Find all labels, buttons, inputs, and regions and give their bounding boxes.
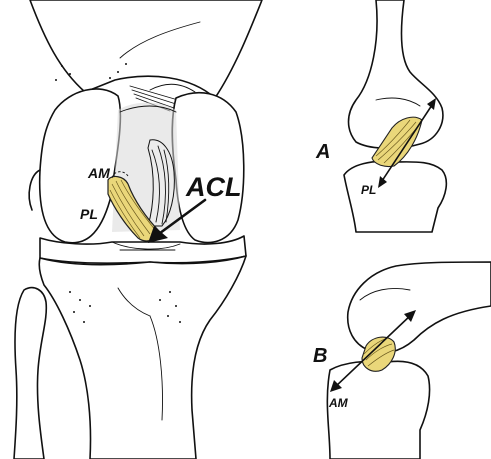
panel-a-tension-arrow [378,98,436,188]
femur-shaft [29,0,263,99]
panel-a-femur [347,0,444,150]
panel-b-flexion: B AM [313,261,491,459]
acl-pointer-arrow [148,198,207,243]
panel-b-tibia [326,360,431,459]
tibia [38,255,247,459]
panel-b-femur [346,261,491,354]
panel-a-extension: A PL [315,0,448,233]
femur-stipple [55,63,127,81]
panel-b-label: B [313,345,327,367]
acl-label: ACL [185,172,242,202]
panel-a-label: A [315,141,330,163]
pl-label-main: PL [80,206,98,222]
am-bundle-outline [111,171,129,179]
panel-a-pl-label: PL [361,183,376,197]
fibula [13,286,48,459]
panel-a-ligament [371,116,423,168]
anterior-cruciate-ligament [107,171,161,242]
panel-b-am-label: AM [328,396,349,410]
medial-femoral-condyle [171,91,245,244]
main-knee-view: AM PL ACL [13,0,263,459]
panel-b-ligament [361,336,396,372]
tibia-stipple [69,291,181,323]
panel-a-tibia [343,160,448,233]
am-label-main: AM [87,165,110,181]
panel-b-tension-arrow [330,310,416,392]
posterior-cruciate-ligament [147,139,175,227]
